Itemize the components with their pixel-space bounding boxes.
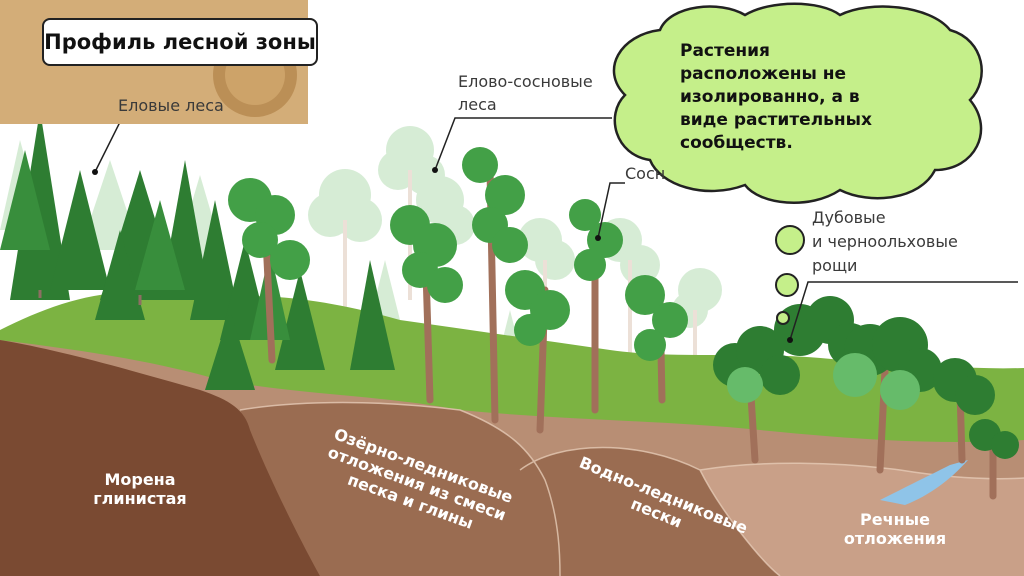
thought-cloud: [612, 2, 983, 325]
soil-moraine-line1: Морена: [104, 470, 176, 489]
soil-label-river: Речные отложения: [820, 510, 970, 548]
soil-label-moraine: Морена глинистая: [70, 470, 210, 508]
soil-moraine-line2: глинистая: [93, 489, 187, 508]
soil-glacial-layer: [520, 447, 780, 576]
cloud-line-5: сообществ.: [680, 133, 793, 153]
label-pine: Сосн: [625, 164, 666, 183]
mixed-trees: [228, 147, 1019, 500]
label-oak-line2: и черноольховые: [812, 232, 958, 251]
soil-lake-layer: [240, 402, 560, 576]
cloud-line-2: расположены не: [680, 64, 847, 84]
spruce-forest: [0, 110, 395, 390]
soil-river-line2: отложения: [843, 529, 947, 548]
page-title: Профиль лесной зоны: [42, 18, 318, 66]
cloud-text: Растения расположены не изолированно, а …: [680, 40, 940, 155]
soil-river-line1: Речные: [860, 510, 930, 529]
soil-moraine-layer: [0, 340, 320, 576]
soil-river-layer: [700, 463, 1024, 576]
label-spruce-pine-line2: леса: [458, 95, 497, 114]
label-oak-line1: Дубовые: [812, 208, 886, 227]
page-title-text: Профиль лесной зоны: [44, 29, 316, 54]
river-water: [880, 460, 968, 505]
label-oak-line3: рощи: [812, 256, 858, 275]
label-spruce-forests: Еловые леса: [118, 96, 224, 115]
cloud-line-4: виде растительных: [680, 110, 872, 130]
soil-boundaries: [239, 401, 1024, 576]
cloud-line-3: изолированно, а в: [680, 87, 860, 107]
label-spruce-pine-line1: Елово-сосновые: [458, 72, 593, 91]
cloud-line-1: Растения: [680, 41, 770, 61]
